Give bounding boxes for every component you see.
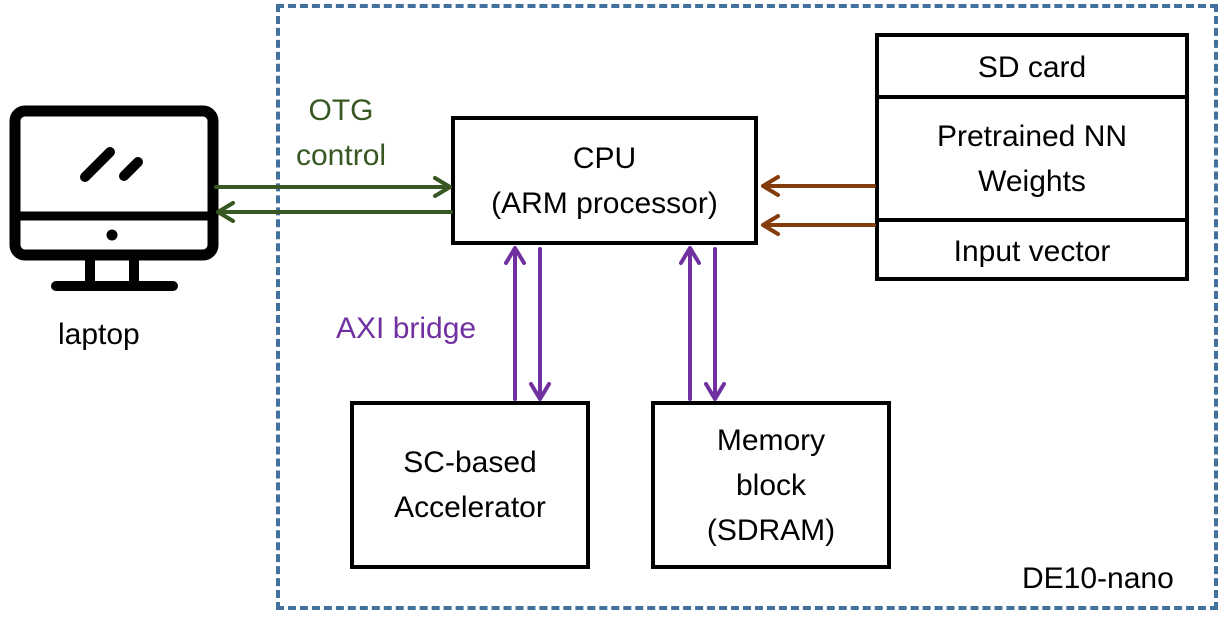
input-vector-cell: Input vector: [879, 221, 1185, 281]
input-vector-text: Input vector: [953, 234, 1111, 268]
otg-label-line1: OTG: [308, 94, 374, 127]
laptop-label: laptop: [58, 318, 140, 351]
memory-block: Memory block (SDRAM): [651, 401, 891, 569]
monitor-icon: [9, 105, 219, 291]
sd-card-title-text: SD card: [977, 51, 1087, 84]
sd-card-title: SD card: [879, 37, 1185, 98]
nn-weights-line1: Pretrained NN: [936, 119, 1128, 153]
sd-card-block: SD card Pretrained NN Weights Input vect…: [875, 33, 1189, 281]
cpu-label-line2: (ARM processor): [491, 186, 718, 220]
accelerator-line1: SC-based: [403, 446, 537, 479]
board-label: DE10-nano: [1022, 562, 1174, 595]
cpu-label-line1: CPU: [572, 141, 637, 175]
laptop-node: [8, 104, 220, 294]
otg-label-line2: control: [296, 139, 387, 172]
memory-line3: (SDRAM): [706, 513, 836, 547]
nn-weights-line2: Weights: [978, 164, 1086, 198]
accelerator-block: SC-based Accelerator: [350, 401, 590, 569]
axi-bridge-label: AXI bridge: [336, 312, 477, 345]
accelerator-line2: Accelerator: [394, 491, 546, 524]
nn-weights-cell: Pretrained NN Weights: [879, 95, 1185, 222]
memory-line1: Memory: [716, 423, 826, 457]
memory-line2: block: [735, 468, 807, 502]
de10-nano-board: [276, 4, 1218, 610]
otg-label: OTG control: [296, 88, 386, 178]
cpu-block: CPU (ARM processor): [451, 116, 758, 245]
